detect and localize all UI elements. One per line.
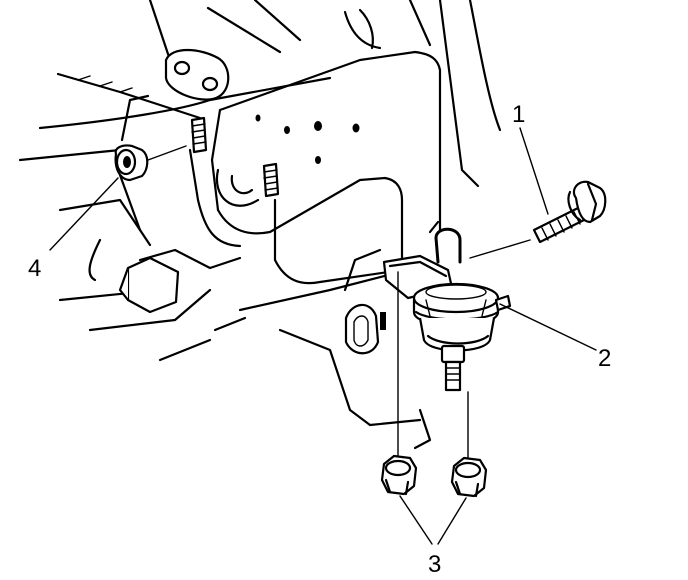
leader-lines — [49, 127, 597, 545]
actuator-bolt — [532, 180, 607, 244]
nut-item-3-left — [380, 454, 418, 496]
bracket-studs — [190, 116, 280, 198]
stud-upper-middle — [262, 162, 280, 198]
alignment-lines — [147, 145, 531, 459]
nut-item-4 — [114, 144, 149, 182]
callout-labels: 1 2 3 4 — [28, 101, 611, 578]
callout-3: 3 — [428, 551, 441, 578]
callout-1: 1 — [512, 101, 525, 128]
stud-upper-left — [190, 116, 208, 154]
vehicle-body-structure — [18, 0, 502, 450]
nut-item-3-right — [450, 456, 488, 498]
callout-4: 4 — [28, 255, 41, 282]
vacuum-actuator — [382, 220, 512, 392]
callout-2: 2 — [598, 345, 611, 372]
